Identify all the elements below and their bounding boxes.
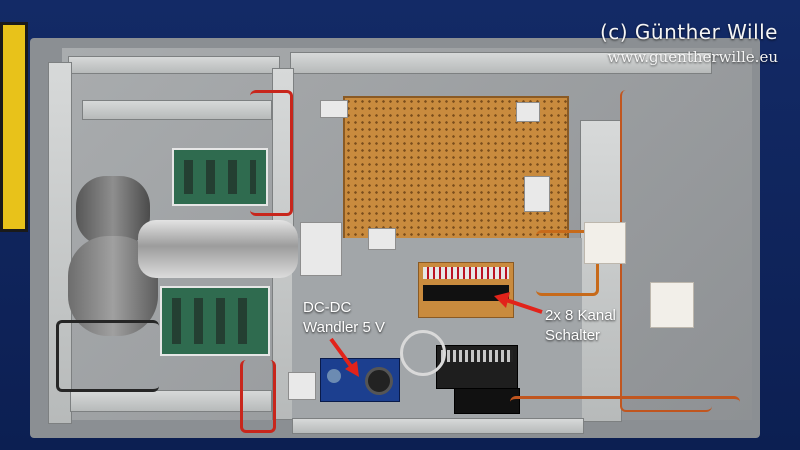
power-connector <box>288 372 316 400</box>
dcdc-label: DC-DC Wandler 5 V <box>303 298 385 338</box>
white-wire-loop <box>400 330 446 376</box>
watermark: (c) Günther Wille www.guentherwille.eu <box>600 20 778 66</box>
cable-tie-mount-1 <box>584 222 626 264</box>
wire-terminal-block <box>300 222 342 276</box>
board-connector-right <box>524 176 550 212</box>
dcdc-label-line2: Wandler 5 V <box>303 319 385 336</box>
motor-controller-upper <box>172 148 268 206</box>
website-url: www.guentherwille.eu <box>607 48 778 66</box>
arrow-dcdc-icon <box>329 337 359 377</box>
red-wire-upper <box>250 90 293 216</box>
switch-label: 2x 8 Kanal Schalter <box>545 306 616 346</box>
receiver-satellite <box>454 388 520 414</box>
dcdc-converter-module <box>320 358 400 402</box>
pin-header <box>423 267 509 279</box>
switch-ic <box>423 285 509 301</box>
sound-module-cylinder <box>138 220 298 278</box>
inner-rail-upper <box>82 100 272 120</box>
left-rail <box>48 62 72 424</box>
receiver-pins <box>441 350 513 362</box>
red-wire-lower <box>240 360 276 433</box>
switch-label-line1: 2x 8 Kanal <box>545 307 616 324</box>
board-connector-bottom <box>368 228 396 250</box>
copyright-text: (c) Günther Wille <box>599 20 778 44</box>
inductor-coil <box>365 367 393 395</box>
cable-tie-mount-2 <box>650 282 694 328</box>
yellow-frame-edge <box>0 22 28 232</box>
top-left-rail <box>68 56 280 74</box>
rc-receiver <box>436 345 518 389</box>
gear-motor-upper <box>76 176 150 246</box>
top-rail <box>290 52 712 74</box>
switch-label-line2: Schalter <box>545 327 601 344</box>
inner-rail-lower <box>70 390 272 412</box>
motor-controller-lower <box>160 286 270 356</box>
servo-wire-bottom <box>510 396 740 415</box>
black-wire <box>56 320 159 392</box>
board-connector-top-right <box>516 102 540 122</box>
board-connector-top-left <box>320 100 348 118</box>
bottom-rail <box>292 418 584 434</box>
switch-module-board <box>418 262 514 318</box>
dcdc-label-line1: DC-DC <box>303 299 352 316</box>
arrow-switch-icon <box>494 292 543 314</box>
servo-wire-far-right <box>620 90 712 412</box>
capacitor <box>327 369 341 383</box>
